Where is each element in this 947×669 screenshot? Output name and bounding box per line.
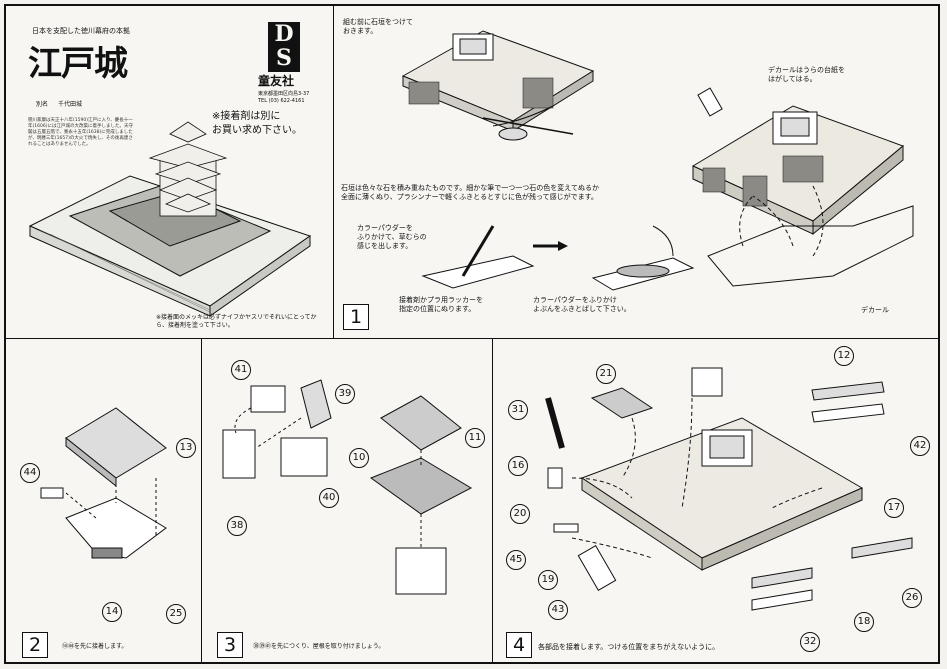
step2-assembly-illustration xyxy=(40,407,167,559)
part-17-label: 17 xyxy=(884,498,904,518)
step-number-4: 4 xyxy=(506,632,532,658)
part-38-label: 38 xyxy=(227,516,247,536)
paint-before-note: 組む前に石垣をつけて おきます。 xyxy=(343,18,413,35)
part-31-label: 31 xyxy=(508,400,528,420)
powder-note: カラーパウダーを ふりかけて、草むらの 感じを出します。 xyxy=(357,224,427,250)
part-42-label: 42 xyxy=(910,436,930,456)
decal-label: デカール xyxy=(861,306,889,314)
step3-instruction: ㊳㊴㊶を先につくり、屋根を取り付けましょう。 xyxy=(253,643,385,650)
powder-note-2: カラーパウダーをふりかけ よぶんをふきとばして下さい。 xyxy=(533,296,631,313)
part-19-label: 19 xyxy=(538,570,558,590)
step2-instruction: ⑭㊹を先に接着します。 xyxy=(62,643,128,650)
step-number-2: 2 xyxy=(22,632,48,658)
alias-label: 別名 xyxy=(36,101,49,108)
plating-note: ※接着面のメッキは必ずナイフかヤスリでそれいにとってから、接着剤を塗って下さい。 xyxy=(156,314,317,329)
castle-model-illustration xyxy=(28,121,312,317)
part-43-label: 43 xyxy=(548,600,568,620)
brand-address: 東京都墨田区向島3-37 xyxy=(258,91,310,97)
part-13-label: 13 xyxy=(176,438,196,458)
part-32-label: 32 xyxy=(800,632,820,652)
stone-wall-painting-illustration xyxy=(401,30,595,141)
step3-assembly-illustration xyxy=(222,379,473,595)
brand-tel: TEL (03) 622-4161 xyxy=(258,98,305,104)
step-number-3: 3 xyxy=(217,632,243,658)
part-21-label: 21 xyxy=(596,364,616,384)
alias-name: 千代田城 xyxy=(58,101,83,108)
glue-note: 接着剤かプラ用ラッカーを 指定の位置にぬります。 xyxy=(399,296,483,313)
step4-assembly-illustration xyxy=(545,367,913,611)
decal-peel-note: デカールはうらの台紙を はがしてはる。 xyxy=(768,66,845,83)
part-18-label: 18 xyxy=(854,612,874,632)
brand-name: 童友社 xyxy=(258,74,295,88)
part-12-label: 12 xyxy=(834,346,854,366)
part-26-label: 26 xyxy=(902,588,922,608)
part-41-label: 41 xyxy=(231,360,251,380)
part-45-label: 45 xyxy=(506,550,526,570)
part-11-label: 11 xyxy=(465,428,485,448)
part-39-label: 39 xyxy=(335,384,355,404)
powder-application-illustration xyxy=(421,225,695,291)
part-10-label: 10 xyxy=(349,448,369,468)
part-40-label: 40 xyxy=(319,488,339,508)
adhesive-notice: ※接着剤は別に お買い求め下さい。 xyxy=(212,111,302,136)
part-25-label: 25 xyxy=(166,604,186,624)
step2-panel: 13 44 14 25 2 ⑭㊹を先に接着します。 xyxy=(6,338,202,664)
step4-panel: 21 31 16 20 45 19 43 12 42 17 26 18 32 4… xyxy=(492,338,940,664)
decal-application-illustration xyxy=(691,87,914,287)
part-20-label: 20 xyxy=(510,504,530,524)
step4-instruction: 各部品を接着します。つける位置をまちがえないように。 xyxy=(538,643,720,651)
step3-panel: 41 39 38 40 11 10 3 ㊳㊴㊶を先につくり、屋根を取り付けましょ… xyxy=(201,338,493,664)
part-44-label: 44 xyxy=(20,463,40,483)
part-16-label: 16 xyxy=(508,456,528,476)
intro-text: 徳川家康は天正十八年(1590)江戸に入り、慶長十一年(1606)には江戸城の大… xyxy=(28,118,133,147)
subtitle: 日本を支配した徳川幕府の本拠 xyxy=(32,27,130,35)
step-number-1: 1 xyxy=(343,304,369,330)
stone-note: 石垣は色々な石を積み重ねたものです。細かな筆で一つ一つ石の色を変えてぬるか 全面… xyxy=(341,184,599,201)
castle-title: 江戸城 xyxy=(28,44,128,84)
part-14-label: 14 xyxy=(102,602,122,622)
step1-panel: 組む前に石垣をつけて おきます。 石垣は色々な石を積み重ねたものです。細かな筆で… xyxy=(333,6,940,339)
